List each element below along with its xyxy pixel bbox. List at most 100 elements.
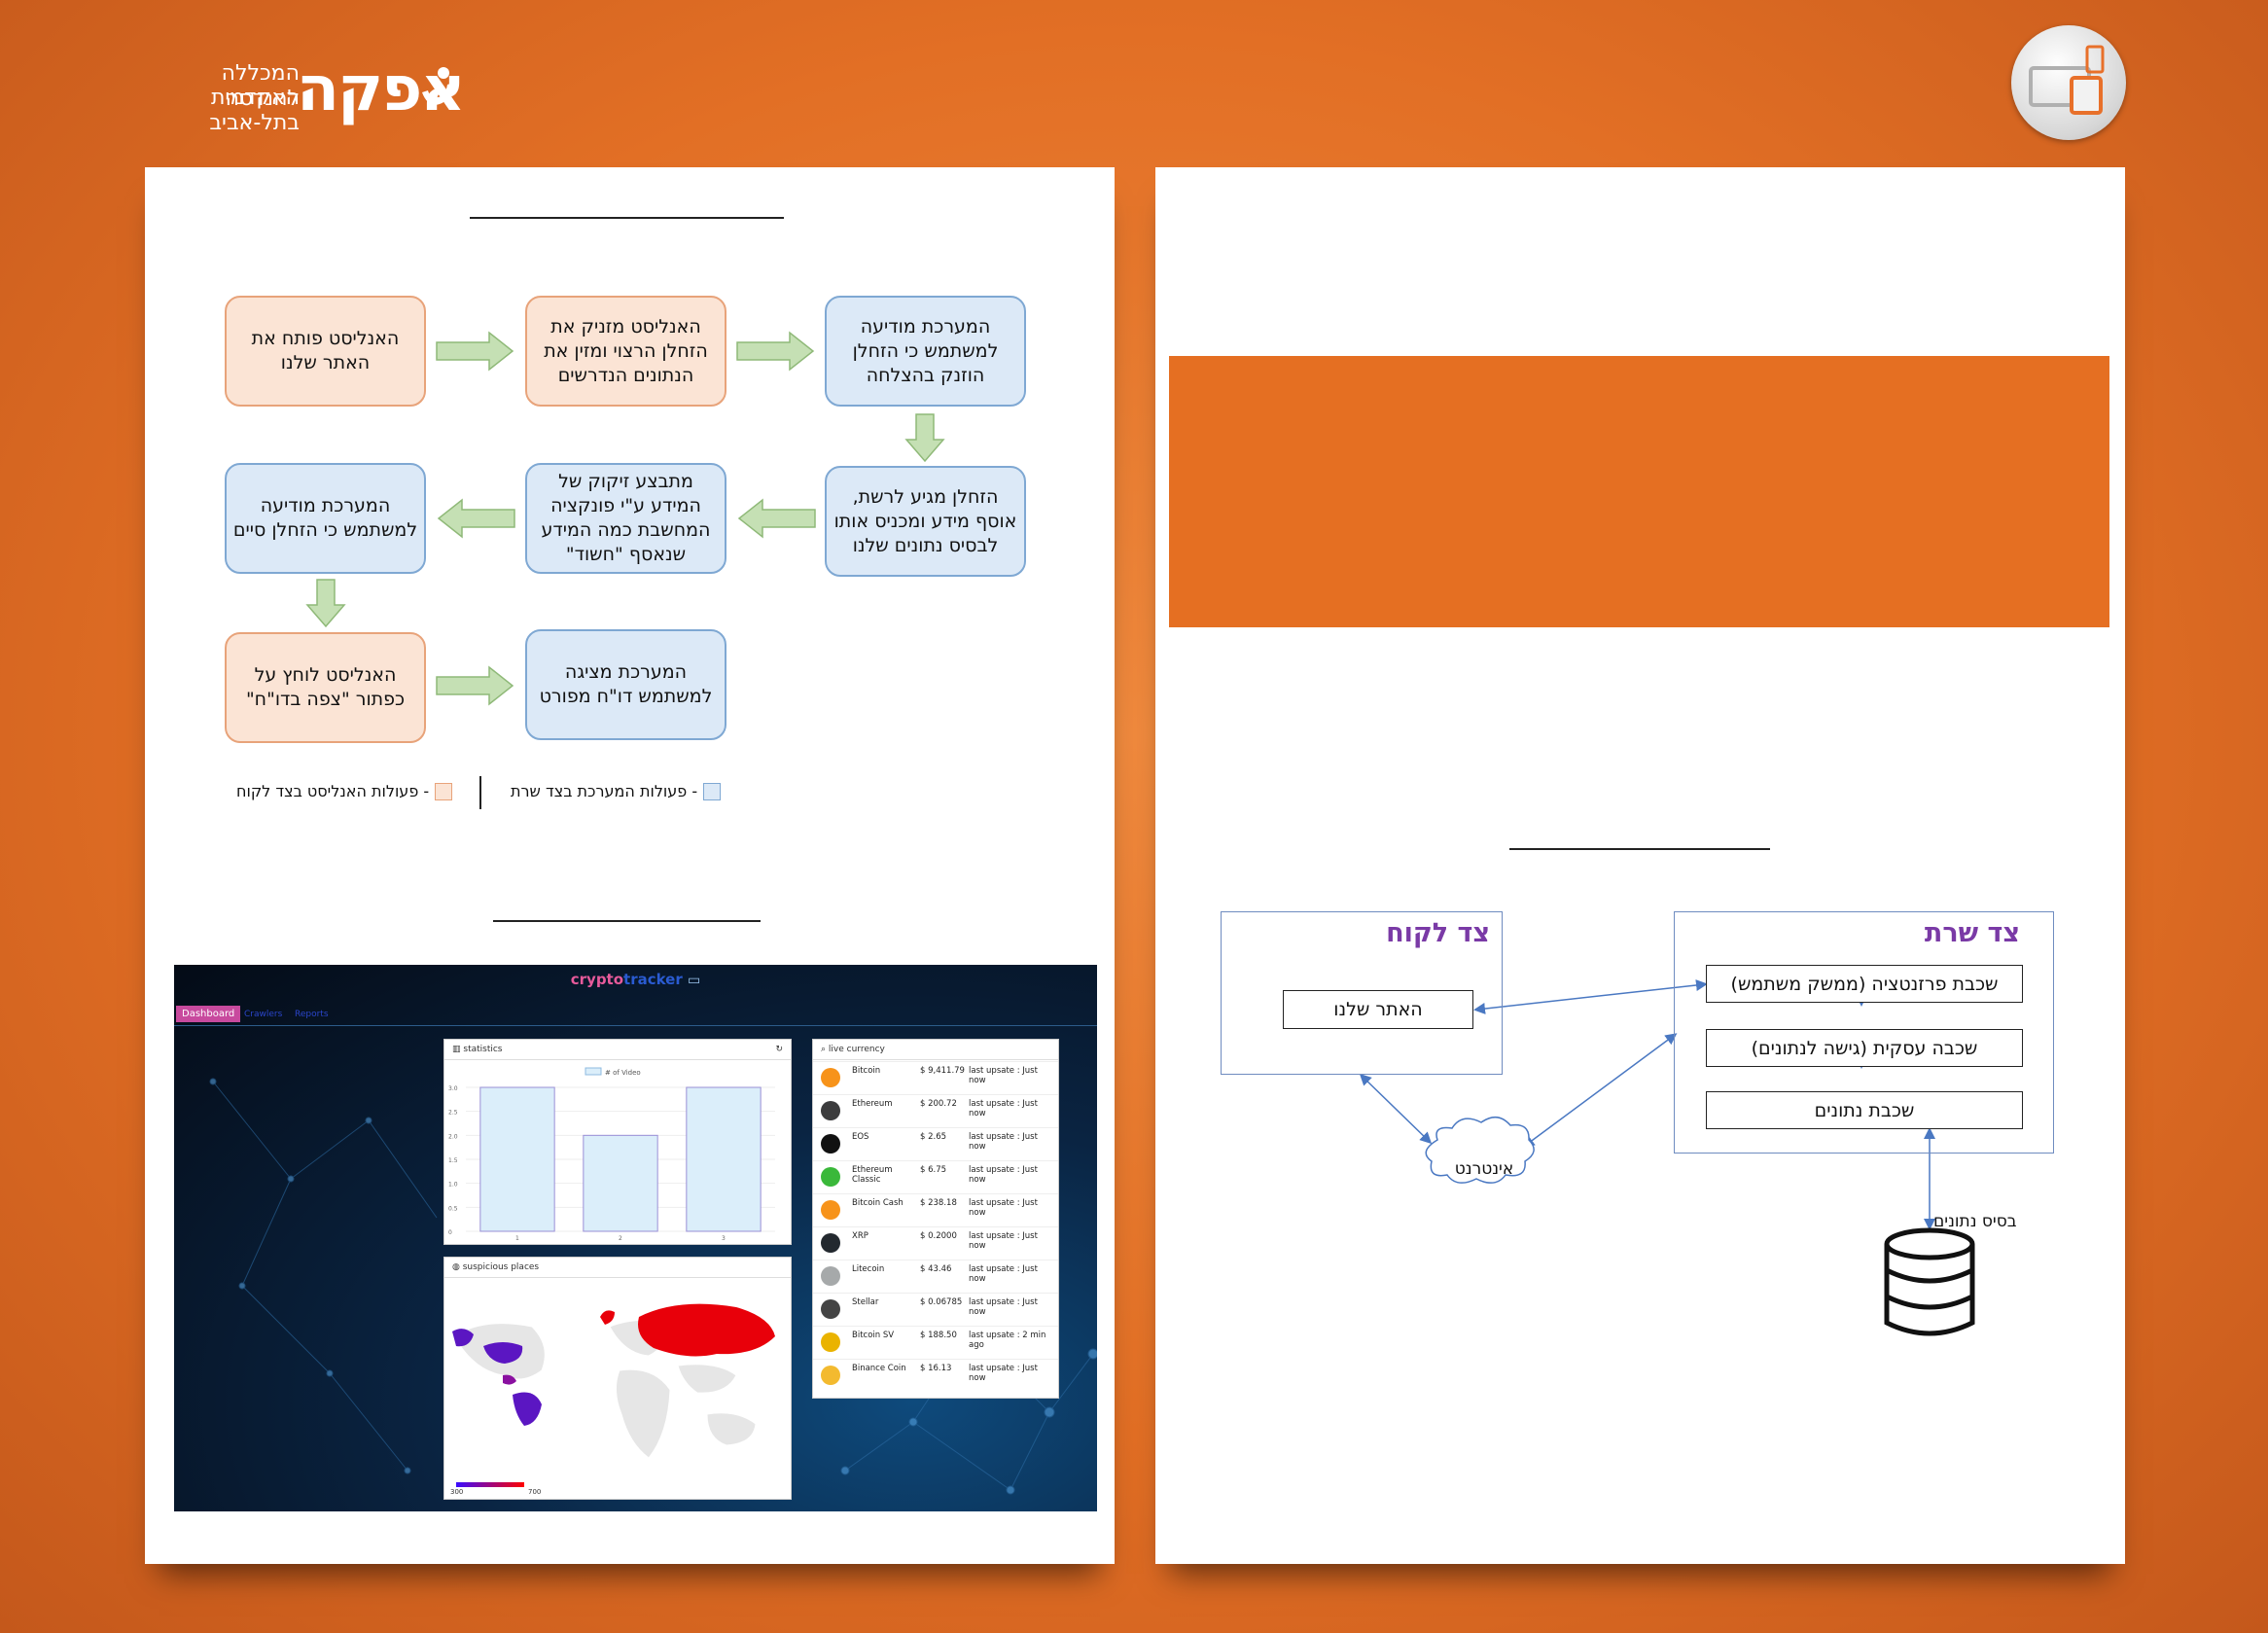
tab-crawlers[interactable]: Crawlers xyxy=(244,1010,283,1019)
internet-cloud-icon xyxy=(1425,1117,1535,1184)
world-map: 300 700 xyxy=(450,1303,775,1496)
college-logo: המכללה האקדמית להנדסה בתל-אביב אפקה xyxy=(136,53,467,135)
coin-price: $ 0.06785 xyxy=(920,1297,963,1307)
coin-price: $ 9,411.79 xyxy=(920,1066,965,1076)
coin-price: $ 43.46 xyxy=(920,1264,952,1274)
coin-icon xyxy=(821,1233,840,1253)
coin-name: Stellar xyxy=(852,1297,879,1307)
app-screenshot: cryptotracker ▭ Dashboard Crawlers Repor… xyxy=(174,965,1097,1511)
arrow-right-1 xyxy=(436,331,514,372)
left-page: האנליסט פותח את האתר שלנו האנליסט מזניק … xyxy=(145,167,1115,1564)
coin-icon xyxy=(821,1101,840,1120)
coin-price: $ 2.65 xyxy=(920,1132,947,1142)
coin-updated: last upsate : Just now xyxy=(969,1364,1038,1383)
coin-price: $ 16.13 xyxy=(920,1364,952,1373)
coin-name: Binance Coin xyxy=(852,1364,906,1373)
coin-icon xyxy=(821,1366,840,1385)
arrow-right-3 xyxy=(436,665,514,706)
coin-icon xyxy=(821,1332,840,1352)
coin-name: Bitcoin Cash xyxy=(852,1198,904,1208)
devices-badge xyxy=(2011,25,2126,140)
monitor-icon: ▭ xyxy=(688,973,701,988)
chart-x-tick: 2 xyxy=(619,1235,622,1242)
heading-underline xyxy=(470,217,784,219)
logo-name: אפקה xyxy=(297,53,466,125)
chart-x-tick: 1 xyxy=(515,1235,519,1242)
coin-name: Ethereum xyxy=(852,1099,893,1109)
legend-client: - פעולות האנליסט בצד לקוח xyxy=(236,782,453,800)
tab-dashboard[interactable]: Dashboard xyxy=(176,1006,241,1022)
refresh-icon[interactable]: ↻ xyxy=(775,1045,783,1054)
flow-step-5: מתבצע זיקוק של המידע ע"י פונקציה המחשבת … xyxy=(525,463,726,574)
legend-client-swatch xyxy=(435,782,453,800)
right-page: צד לקוח האתר שלנו צד שרת שכבת פרזנטציה (… xyxy=(1155,167,2125,1564)
chart-y-tick: 1.0 xyxy=(448,1182,458,1189)
data-layer: שכבת נתונים xyxy=(1706,1091,2023,1129)
live-currency-header: ⌕ live currency xyxy=(813,1040,1058,1060)
coin-updated: last upsate : 2 min ago xyxy=(969,1331,1046,1350)
map-usa xyxy=(483,1342,523,1364)
bar-chart-icon: ▥ xyxy=(452,1045,464,1054)
coin-icon xyxy=(821,1167,840,1187)
orange-band xyxy=(1169,356,2109,627)
legend-server: - פעולות המערכת בצד שרת xyxy=(511,782,722,800)
architecture-heading-underline xyxy=(1509,848,1770,850)
architecture-connectors xyxy=(1359,979,1975,1336)
chart-y-tick: 1.5 xyxy=(448,1157,458,1164)
devices-icon xyxy=(2029,45,2105,115)
statistics-header: ▥ statistics ↻ xyxy=(444,1040,791,1060)
chart-legend-swatch xyxy=(585,1067,602,1076)
map-scale-min: 300 xyxy=(450,1488,463,1496)
flow-step-7: האנליסט לוחץ על כפתור "צפה בדו"ח" xyxy=(225,632,426,743)
coin-name: Ethereum Classic xyxy=(852,1165,893,1185)
flow-step-3: המערכת מודיעה למשתמש כי הזחלן הוזנק בהצל… xyxy=(825,296,1026,407)
arrow-right-2 xyxy=(736,331,815,372)
map-scale-bar xyxy=(456,1482,524,1487)
tab-reports[interactable]: Reports xyxy=(295,1010,329,1019)
map-russia xyxy=(638,1303,775,1357)
internet-label: אינטרנט xyxy=(1454,1159,1514,1179)
coin-icon xyxy=(821,1266,840,1286)
chart-y-tick: 2.0 xyxy=(448,1133,458,1140)
logo-mark-icon xyxy=(422,67,453,105)
map-scandinavia xyxy=(600,1310,615,1325)
database-label: בסיס נתונים xyxy=(1933,1212,2017,1231)
business-layer: שכבה עסקית (גישה לנתונים) xyxy=(1706,1029,2023,1067)
logo-line2: להנדסה בתל-אביב xyxy=(209,87,300,135)
server-side-box: צד שרת xyxy=(1674,911,2054,1154)
arrow-down-2 xyxy=(305,579,346,628)
map-alaska xyxy=(452,1329,474,1347)
network-background xyxy=(209,1078,1097,1495)
coin-price: $ 0.2000 xyxy=(920,1231,957,1241)
map-africa xyxy=(616,1368,671,1459)
map-brazil xyxy=(513,1392,542,1426)
coin-icon xyxy=(821,1068,840,1087)
coin-price: $ 188.50 xyxy=(920,1331,957,1340)
chart-bar xyxy=(583,1134,658,1232)
coin-price: $ 200.72 xyxy=(920,1099,957,1109)
coin-name: XRP xyxy=(852,1231,868,1241)
legend-divider xyxy=(479,776,481,809)
map-header: ◍ suspicious places xyxy=(444,1258,791,1278)
chart-y-tick: 0.5 xyxy=(448,1205,458,1212)
app-tabs: Dashboard Crawlers Reports xyxy=(174,1004,1097,1026)
chart-y-tick: 2.5 xyxy=(448,1110,458,1117)
client-side-title: צד לקוח xyxy=(1386,918,1490,948)
legend-server-label: - פעולות המערכת בצד שרת xyxy=(511,782,698,800)
logo-line1: המכללה האקדמית xyxy=(210,61,300,110)
app-brand-b: tracker xyxy=(623,971,683,988)
legend-client-label: - פעולות האנליסט בצד לקוח xyxy=(236,782,430,800)
search-icon: ⌕ xyxy=(821,1045,829,1054)
flow-step-6: המערכת מודיעה למשתמש כי הזחלן סיים xyxy=(225,463,426,574)
coin-updated: last upsate : Just now xyxy=(969,1066,1038,1085)
coin-price: $ 238.18 xyxy=(920,1198,957,1208)
flow-step-4: הזחלן מגיע לרשת, אוסף מידע ומכניס אותו ל… xyxy=(825,466,1026,577)
